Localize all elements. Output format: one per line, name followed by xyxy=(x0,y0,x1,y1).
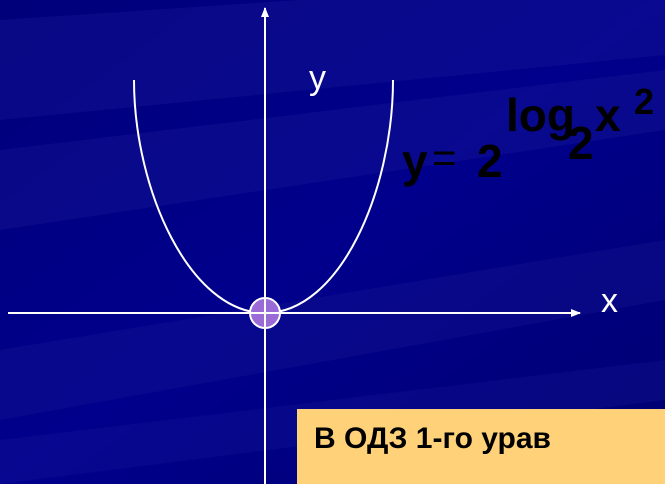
formula-argument: x xyxy=(595,89,621,141)
callout-box: В ОДЗ 1-го урав xyxy=(297,409,665,484)
formula-equals: = xyxy=(432,134,457,181)
formula-base: 2 xyxy=(477,135,503,187)
callout-text: В ОДЗ 1-го урав xyxy=(314,422,551,455)
formula-log-base: 2 xyxy=(568,117,594,169)
parabola-curve xyxy=(133,79,394,315)
y-axis-label: y xyxy=(309,59,326,97)
formula-lhs: y xyxy=(402,135,428,187)
formula-power: 2 xyxy=(634,81,655,122)
formula-log: log xyxy=(506,89,575,141)
x-axis-label: x xyxy=(601,282,618,320)
formula: y = 2 log 2 x 2 xyxy=(402,84,665,192)
crossed-circle-icon xyxy=(249,297,281,329)
